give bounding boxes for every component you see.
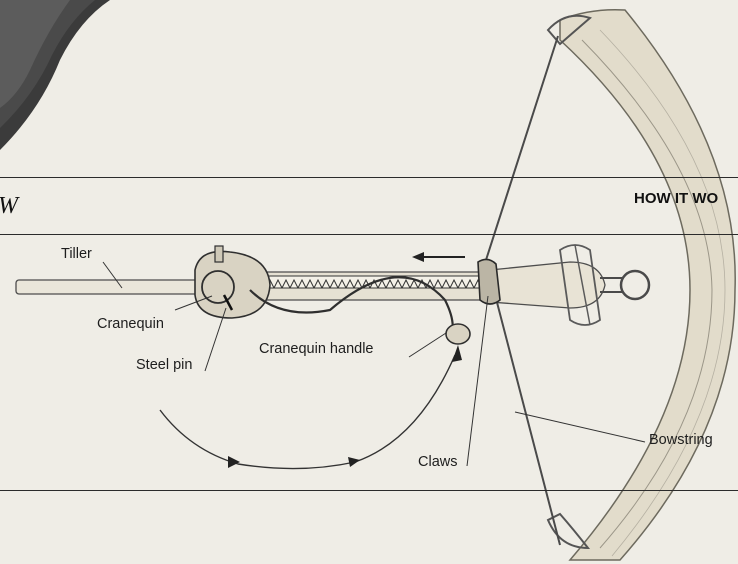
claws [478, 259, 500, 304]
label-steel-pin: Steel pin [136, 357, 192, 373]
label-bowstring: Bowstring [649, 432, 713, 448]
label-tiller: Tiller [61, 246, 92, 262]
label-cranequin: Cranequin [97, 316, 164, 332]
cranequin-housing [195, 251, 270, 318]
bottom-rule [0, 490, 738, 491]
header-title-fragment: W [0, 193, 18, 220]
label-claws: Claws [418, 454, 457, 470]
header-bottom-rule [0, 234, 738, 235]
rotation-arc [160, 355, 455, 469]
rack [240, 276, 480, 288]
header-top-rule [0, 177, 738, 178]
section-heading: HOW IT WO [634, 190, 718, 207]
label-cranequin-handle: Cranequin handle [259, 341, 373, 357]
